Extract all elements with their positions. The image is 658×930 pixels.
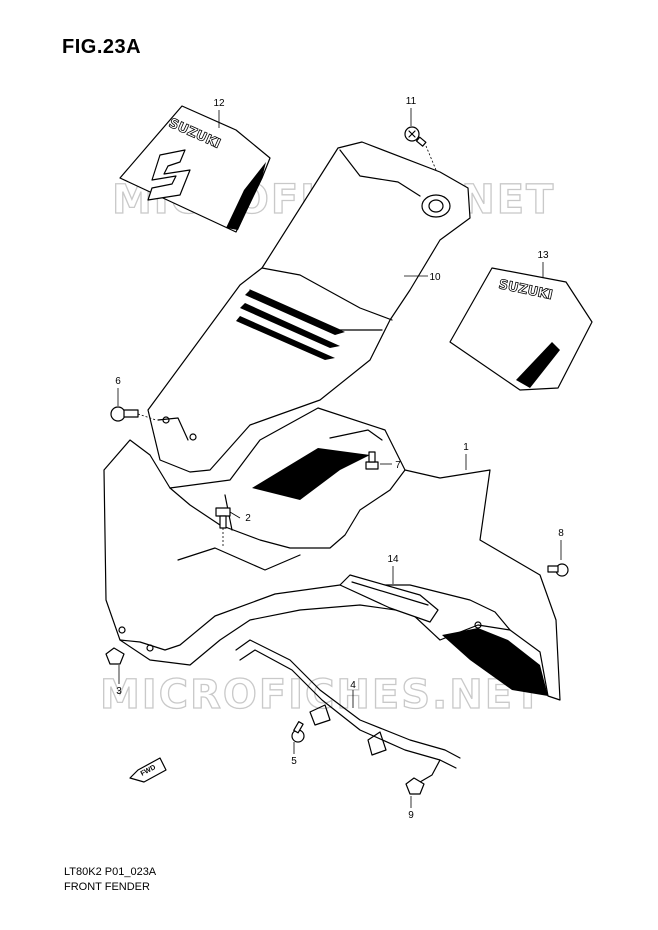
part-14-fender-decal[interactable] xyxy=(339,574,439,623)
figure-title: FIG.23A xyxy=(62,36,142,58)
part-7-screw[interactable] xyxy=(365,451,379,470)
callout-6: 6 xyxy=(115,376,121,387)
callout-14: 14 xyxy=(387,554,399,565)
suzuki-s-logo-icon xyxy=(147,149,191,201)
callout-4: 4 xyxy=(350,680,356,691)
callout-13: 13 xyxy=(537,250,549,261)
part-5-bolt[interactable] xyxy=(291,721,305,743)
callout-8: 8 xyxy=(558,528,564,539)
part-9-nut[interactable] xyxy=(405,777,425,795)
callout-2: 2 xyxy=(245,513,251,524)
callout-12: 12 xyxy=(213,98,225,109)
callout-numbers: 1 2 3 4 5 6 7 8 9 10 11 12 13 14 xyxy=(115,96,564,821)
callout-10: 10 xyxy=(429,272,441,283)
part-12-emblem-decal[interactable]: SUZUKI xyxy=(119,105,271,233)
forward-direction-arrow-icon: FWD xyxy=(129,757,167,783)
part-4-stay-bracket[interactable] xyxy=(235,639,461,783)
figure-caption: FRONT FENDER xyxy=(64,881,150,893)
part-1-front-fender[interactable] xyxy=(103,407,561,701)
part-10-upper-cover[interactable] xyxy=(147,141,471,473)
watermark-bottom: MICROFICHES.NET xyxy=(100,672,543,718)
part-2-bolt[interactable] xyxy=(215,507,231,548)
part-11-screw[interactable] xyxy=(404,126,437,171)
callout-1: 1 xyxy=(463,442,469,453)
part-6-bolt[interactable] xyxy=(110,406,157,422)
callout-11: 11 xyxy=(406,96,417,107)
figure-code: LT80K2 P01_023A xyxy=(64,866,157,878)
callout-5: 5 xyxy=(291,756,297,767)
part-3-nut[interactable] xyxy=(105,647,125,665)
part-13-emblem-decal[interactable]: SUZUKI xyxy=(449,267,593,391)
callout-9: 9 xyxy=(408,810,414,821)
callout-7: 7 xyxy=(395,460,401,471)
part-8-bolt[interactable] xyxy=(547,563,569,577)
callout-3: 3 xyxy=(116,686,122,697)
